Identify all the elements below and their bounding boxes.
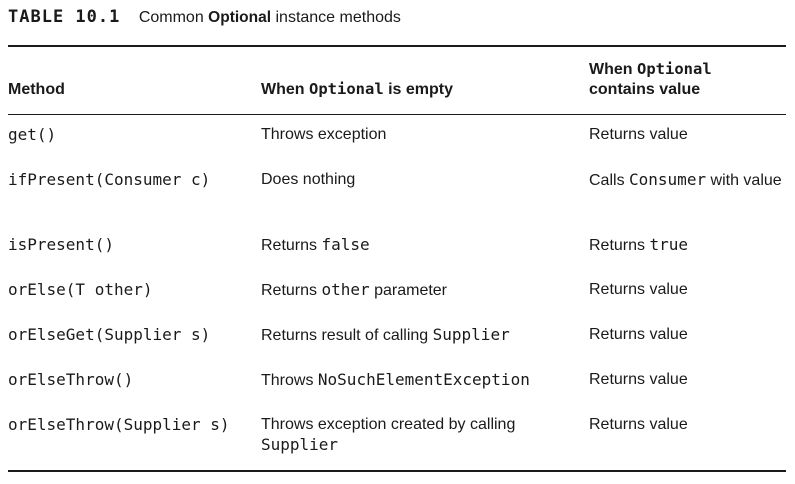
method-cell: isPresent() <box>8 235 114 254</box>
code-fragment: Supplier <box>432 325 510 344</box>
when-empty-cell: Does nothing <box>261 170 587 190</box>
table-header: Method When Optional is empty When Optio… <box>8 47 786 114</box>
caption-text-after: instance methods <box>275 9 401 26</box>
text-fragment: Returns <box>589 237 650 254</box>
method-cell: orElseGet(Supplier s) <box>8 325 211 344</box>
header-value-code: Optional <box>637 60 712 78</box>
when-empty-cell: Returns result of calling Supplier <box>261 325 587 346</box>
code-fragment: Supplier <box>261 435 339 454</box>
method-cell: ifPresent(Consumer c) <box>8 170 211 189</box>
header-empty-code: Optional <box>309 80 384 98</box>
text-fragment: Returns <box>261 237 322 254</box>
table-caption: TABLE 10.1 Common Optional instance meth… <box>8 6 401 28</box>
text-fragment: Returns value <box>589 371 688 388</box>
text-fragment: Returns value <box>589 281 688 298</box>
text-fragment: with value <box>706 172 782 189</box>
table-row: get() Throws exception Returns value <box>8 115 786 160</box>
code-fragment: false <box>321 235 370 254</box>
when-value-cell: Calls Consumer with value <box>589 170 784 191</box>
table-number: TABLE 10.1 <box>8 7 121 27</box>
method-cell: orElseThrow() <box>8 370 134 389</box>
header-method-label: Method <box>8 81 65 98</box>
when-value-cell: Returns value <box>589 415 784 435</box>
header-method: Method <box>8 80 248 100</box>
text-fragment: Returns value <box>589 126 688 143</box>
when-empty-cell: Throws exception created by calling Supp… <box>261 415 587 456</box>
caption-code: Optional <box>208 9 272 26</box>
text-fragment: Returns value <box>589 326 688 343</box>
header-empty-text-after: is empty <box>388 81 454 98</box>
when-empty-cell: Returns other parameter <box>261 280 587 301</box>
text-fragment: Throws exception <box>261 126 387 143</box>
text-fragment: Returns value <box>589 416 688 433</box>
code-fragment: Consumer <box>629 170 707 189</box>
text-fragment: parameter <box>369 282 448 299</box>
method-cell: get() <box>8 125 57 144</box>
table-bottom-rule <box>8 470 786 472</box>
method-cell: orElseThrow(Supplier s) <box>8 415 230 434</box>
table-row: orElseGet(Supplier s) Returns result of c… <box>8 315 786 360</box>
method-cell: orElse(T other) <box>8 280 153 299</box>
text-fragment: Returns <box>261 282 322 299</box>
text-fragment: Throws <box>261 372 318 389</box>
table-row: orElseThrow() Throws NoSuchElementExcepti… <box>8 360 786 405</box>
when-value-cell: Returns value <box>589 325 784 345</box>
table-row: ifPresent(Consumer c) Does nothing Calls C… <box>8 160 786 225</box>
header-empty-text-before: When <box>261 81 305 98</box>
table-header-rule <box>8 114 786 115</box>
code-fragment: true <box>649 235 688 254</box>
caption-text-before: Common <box>138 9 204 26</box>
table-row: orElseThrow(Supplier s) Throws exception … <box>8 405 786 470</box>
code-fragment: NoSuchElementException <box>317 370 530 389</box>
when-value-cell: Returns value <box>589 370 784 390</box>
table-top-rule <box>8 45 786 47</box>
header-when-contains-value: When Optional contains value <box>589 59 786 100</box>
when-empty-cell: Returns false <box>261 235 587 256</box>
when-value-cell: Returns value <box>589 125 784 145</box>
header-value-text-before: When <box>589 61 633 78</box>
text-fragment: Throws exception created by calling <box>261 416 516 433</box>
when-empty-cell: Throws exception <box>261 125 587 145</box>
when-value-cell: Returns true <box>589 235 784 256</box>
when-empty-cell: Throws NoSuchElementException <box>261 370 587 391</box>
header-when-empty: When Optional is empty <box>261 79 581 100</box>
when-value-cell: Returns value <box>589 280 784 300</box>
header-value-text-after: contains value <box>589 81 701 98</box>
code-fragment: other <box>321 280 370 299</box>
text-fragment: Returns result of calling <box>261 327 433 344</box>
text-fragment: Does nothing <box>261 171 356 188</box>
text-fragment: Calls <box>589 172 630 189</box>
